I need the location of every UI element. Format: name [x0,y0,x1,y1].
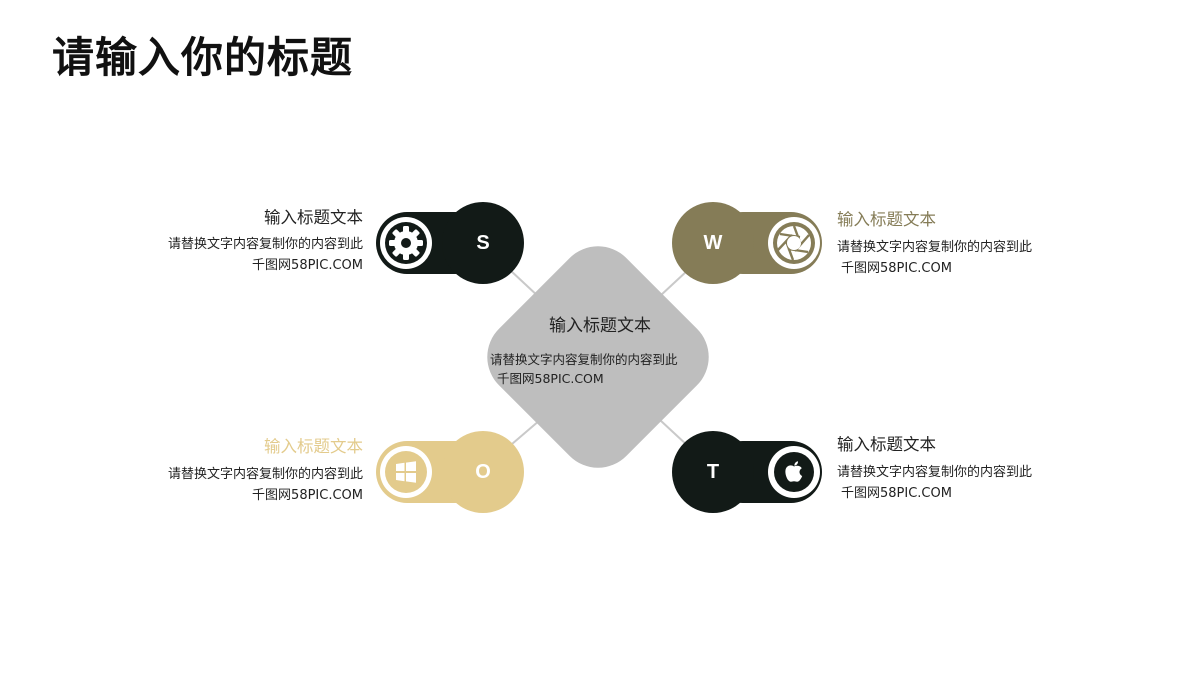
node-o-title: 输入标题文本 [264,437,363,456]
node-o-description: 请替换文字内容复制你的内容到此 千图网58PIC.COM [168,464,363,506]
node-s-description: 请替换文字内容复制你的内容到此 千图网58PIC.COM [168,234,363,276]
node-s-title: 输入标题文本 [264,208,363,227]
node-o-letter: O [442,431,524,513]
node-o-desc-line2: 千图网58PIC.COM [252,488,363,503]
center-desc-line2: 千图网58PIC.COM [497,371,604,386]
center-title: 输入标题文本 [549,316,651,336]
node-t-letter: T [672,431,754,513]
center-description: 请替换文字内容复制你的内容到此 千图网58PIC.COM [490,350,700,388]
node-o-desc-line1: 请替换文字内容复制你的内容到此 [167,467,363,482]
swot-node-o: O [376,431,526,513]
node-s-desc-line1: 请替换文字内容复制你的内容到此 [167,237,363,252]
apple-icon [768,446,820,498]
node-t-title: 输入标题文本 [837,435,936,454]
windows-icon [380,446,432,498]
swot-node-w: W [672,202,824,284]
node-t-desc-line1: 请替换文字内容复制你的内容到此 [837,465,1033,480]
gear-icon [380,217,432,269]
swot-node-t: T [672,431,824,513]
center-desc-line1: 请替换文字内容复制你的内容到此 [490,352,678,367]
node-w-title: 输入标题文本 [837,210,936,229]
node-s-letter: S [442,202,524,284]
node-s-desc-line2: 千图网58PIC.COM [252,258,363,273]
node-t-description: 请替换文字内容复制你的内容到此 千图网58PIC.COM [837,462,1032,504]
node-w-description: 请替换文字内容复制你的内容到此 千图网58PIC.COM [837,237,1032,279]
node-w-desc-line1: 请替换文字内容复制你的内容到此 [837,240,1033,255]
node-t-desc-line2: 千图网58PIC.COM [841,486,952,501]
node-w-desc-line2: 千图网58PIC.COM [841,261,952,276]
aperture-icon [768,217,820,269]
slide-title: 请输入你的标题 [52,33,354,82]
swot-node-s: S [376,202,526,284]
node-w-letter: W [672,202,754,284]
